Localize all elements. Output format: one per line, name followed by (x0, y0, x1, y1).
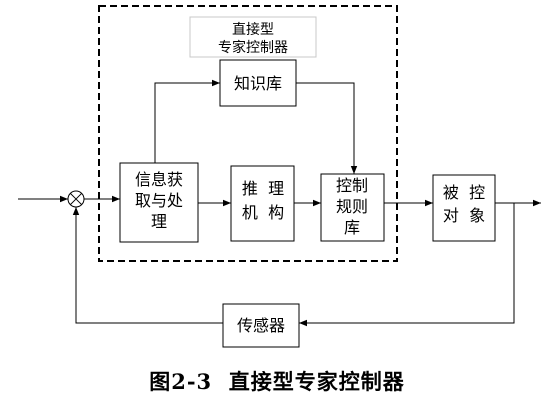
figure-number: 图2-3 (149, 369, 213, 394)
controller-title-line2: 专家控制器 (218, 39, 288, 56)
info-acquisition-label-line1: 信息获 (135, 170, 183, 189)
expert-controller-diagram: 直接型 专家控制器 知识库 信息获 取与处 理 推 理 机 构 控制 规则 库 … (18, 5, 541, 348)
knowledge-base-box (219, 59, 297, 107)
sensor-to-junction-arrow (72, 207, 223, 324)
info-acquisition-label-line3: 理 (151, 212, 167, 231)
summing-junction (67, 190, 85, 208)
control-rule-base-label-line1: 控制 (336, 176, 368, 195)
inference-engine-label-line1: 推 理 (242, 179, 284, 198)
inference-engine-label-line2: 机 构 (242, 203, 284, 222)
controller-boundary (98, 5, 398, 262)
feedback-to-sensor-arrow (299, 203, 515, 327)
controlled-object-label-line1: 被 控 (443, 183, 485, 202)
figure-title: 直接型专家控制器 (228, 369, 405, 394)
controlled-object-label-line2: 对 象 (443, 206, 485, 225)
sensor-label: 传感器 (237, 316, 285, 335)
control-rule-base-label-line3: 库 (344, 218, 360, 237)
knowledge-to-rules-arrow (296, 82, 358, 174)
controlled-object-box (432, 174, 496, 242)
knowledge-base-label: 知识库 (234, 74, 282, 93)
control-rule-base-label-line2: 规则 (336, 197, 368, 216)
sensor-box (222, 303, 300, 348)
controller-title-box (189, 16, 317, 58)
controller-title-line1: 直接型 (232, 21, 274, 38)
info-to-knowledge-arrow (154, 79, 220, 163)
figure-caption: 图2-3 直接型专家控制器 (0, 366, 554, 396)
caption-gap (212, 369, 229, 394)
info-acquisition-label-line2: 取与处 (135, 191, 183, 210)
control-rule-base-box (320, 173, 385, 242)
inference-engine-box (230, 165, 295, 242)
